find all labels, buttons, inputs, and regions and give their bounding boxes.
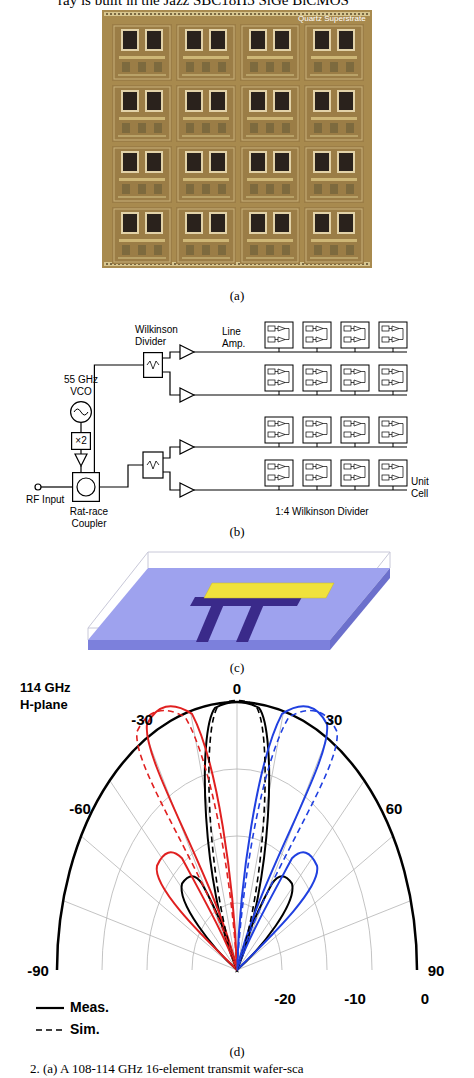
node-shape-part xyxy=(71,402,92,423)
angle-tick-label: -30 xyxy=(131,711,153,728)
block-label: Unit Cell xyxy=(411,476,441,500)
plot-annotation: H-plane xyxy=(20,697,68,712)
node-heading: 55 GHz VCO xyxy=(54,374,108,398)
chip-annotation: Quartz Superstrate xyxy=(298,14,366,23)
legend-line-sample xyxy=(36,1029,64,1031)
frequency-doubler: ×2 xyxy=(71,432,91,450)
node-heading: Wilkinson Divider xyxy=(135,324,195,348)
block-label: Line Amp. xyxy=(222,326,258,350)
figure-caption: 2. (a) A 108-114 GHz 16-element transmit… xyxy=(30,1061,304,1076)
signal-wire xyxy=(80,423,81,432)
node-shape-part xyxy=(144,353,163,378)
angle-tick-label: -60 xyxy=(69,800,91,817)
rat-race-coupler: Rat-race Coupler xyxy=(72,472,100,502)
legend-line-sample xyxy=(36,1007,64,1009)
node-text: ×2 xyxy=(71,432,91,450)
angle-tick-label: -90 xyxy=(27,962,49,979)
antenna-3d-model xyxy=(88,552,390,650)
signal-wire xyxy=(94,365,143,472)
legend-text: Meas. xyxy=(70,999,109,1015)
plot-annotation: 114 GHz xyxy=(20,680,71,695)
unit-cell-array xyxy=(265,322,407,490)
polar-plot xyxy=(57,700,417,970)
body-text: ray is built in the Jazz SBC18H3 SiGe Bi… xyxy=(58,0,349,9)
legend-text: Sim. xyxy=(70,1021,100,1037)
panel-label: (d) xyxy=(229,1044,244,1059)
node-outline xyxy=(70,401,92,423)
node-outline xyxy=(143,352,163,378)
radial-tick-label: 0 xyxy=(421,990,429,1007)
angle-tick-label: 90 xyxy=(428,962,445,979)
angle-tick-label: 0 xyxy=(233,680,241,697)
radial-tick-label: -20 xyxy=(274,990,296,1007)
angle-tick-label: 60 xyxy=(386,800,403,817)
node-shape-part xyxy=(77,478,95,496)
port-label: RF Input xyxy=(26,494,64,506)
wilkinson-divider: Wilkinson Divider xyxy=(143,352,163,378)
radial-tick-label: -10 xyxy=(344,990,366,1007)
node-shape-part xyxy=(147,361,159,369)
chip-photo xyxy=(102,10,372,268)
panel-label: (a) xyxy=(230,288,244,303)
angle-tick-label: 30 xyxy=(326,711,343,728)
node-shape-part xyxy=(74,409,88,415)
node-shape-part xyxy=(73,473,100,502)
block-label: 1:4 Wilkinson Divider xyxy=(275,506,368,518)
vco-source: 55 GHz VCO xyxy=(70,401,92,423)
node-heading: Rat-race Coupler xyxy=(66,506,112,530)
panel-label: (c) xyxy=(230,660,244,675)
node-outline xyxy=(72,472,100,502)
node-shape-part xyxy=(72,433,91,450)
panel-label: (b) xyxy=(229,524,244,539)
